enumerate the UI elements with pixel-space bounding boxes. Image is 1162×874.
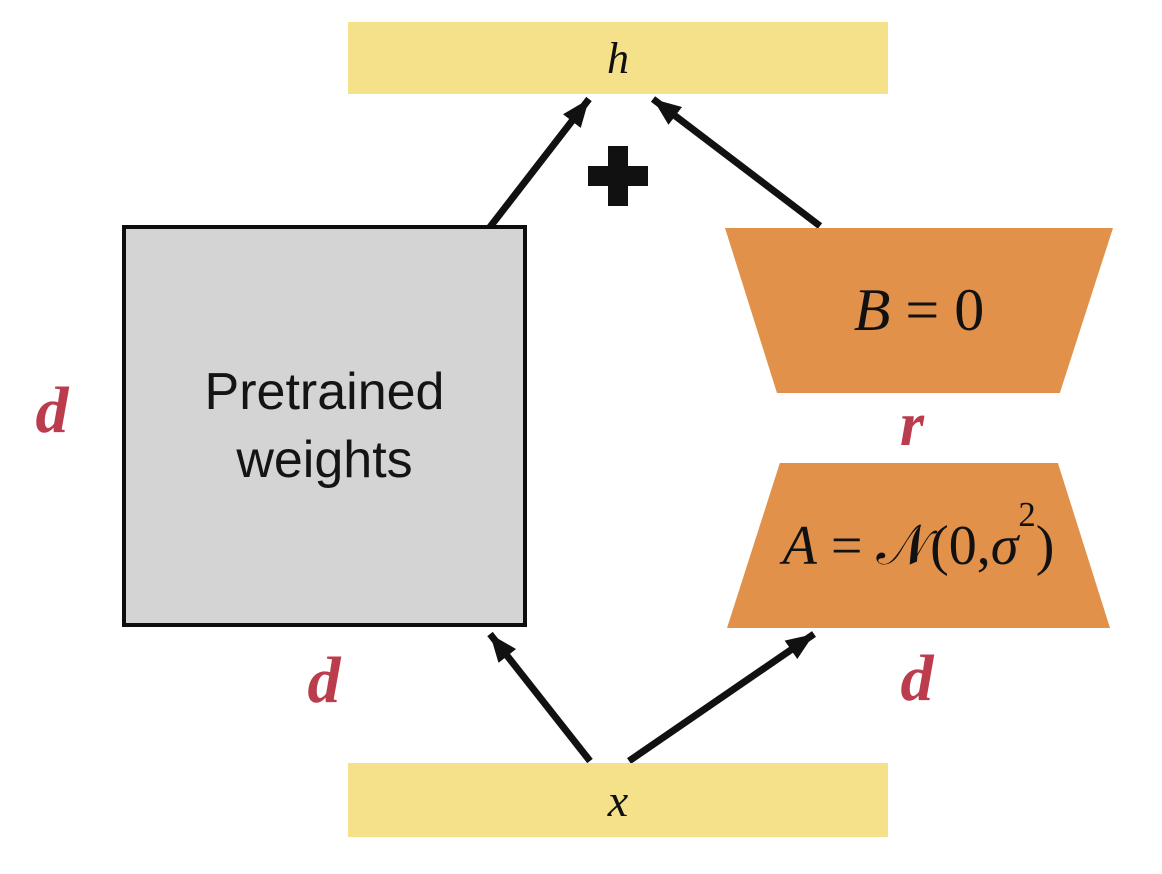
input-bar-x: x [348, 763, 888, 837]
output-bar-h: h [348, 22, 888, 94]
plus-vertical-bar [608, 146, 628, 206]
matrix-a-trapezoid: A = 𝒩(0,σ2) [727, 463, 1110, 628]
arrow-x-to-pretrained [487, 631, 593, 764]
matrix-a-close-paren: ) [1035, 514, 1055, 577]
matrix-a-open-paren: (0, [930, 514, 991, 577]
plus-icon: + [588, 146, 648, 206]
arrow-x-to-a [627, 631, 816, 764]
matrix-a-sigma: σ [990, 514, 1019, 577]
arrow-b-to-h [650, 96, 823, 229]
matrix-a-equals: = [816, 514, 877, 577]
arrow-pretrained-to-h [487, 96, 592, 230]
dim-label-d-left: d [35, 374, 69, 447]
pretrained-weights-label: Pretrained weights [205, 358, 445, 494]
matrix-b-trapezoid: B = 0 [725, 228, 1113, 393]
matrix-a-script-n: 𝒩 [876, 512, 931, 578]
pretrained-weights-line1: Pretrained [204, 363, 445, 421]
dim-label-d-bottom-left: d [307, 644, 341, 717]
matrix-a-formula: A = 𝒩(0,σ2) [782, 495, 1055, 579]
pretrained-weights-line2: weights [236, 431, 413, 489]
matrix-b-formula: B = 0 [854, 276, 985, 345]
matrix-b-rest: = 0 [890, 277, 985, 343]
plus-operator-text: + [588, 146, 589, 147]
matrix-b-variable: B [853, 277, 891, 343]
matrix-a-exponent: 2 [1018, 495, 1036, 535]
dim-label-r: r [899, 391, 925, 459]
x-label: x [607, 774, 629, 826]
h-label: h [607, 33, 629, 83]
matrix-a-variable: A [782, 514, 817, 577]
pretrained-weights-box: Pretrained weights [122, 225, 527, 627]
dim-label-d-bottom-right: d [900, 642, 934, 715]
